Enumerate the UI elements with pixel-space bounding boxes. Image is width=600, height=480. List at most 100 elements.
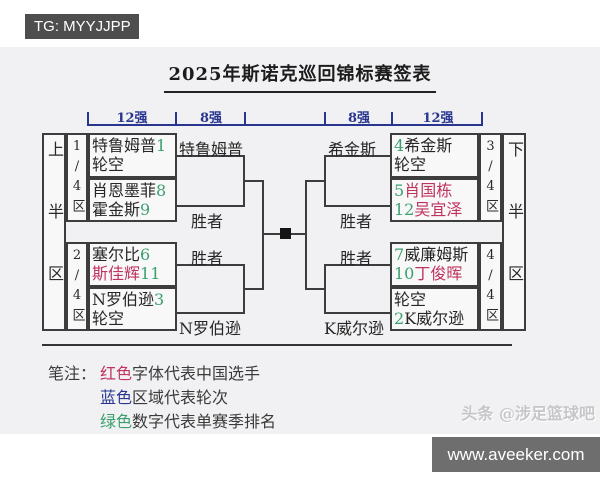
round-ruler-line <box>88 124 483 126</box>
player-row: 特鲁姆普1 <box>92 135 173 155</box>
site-url-box: www.aveeker.com <box>432 437 600 472</box>
bracket-line <box>325 155 390 157</box>
player-row: 10丁俊晖 <box>394 265 475 283</box>
player-name: 丁俊晖 <box>414 264 463 284</box>
legend-item-blue: 蓝色区域代表轮次 <box>100 384 228 408</box>
player-row: 轮空 <box>394 289 475 309</box>
legend-prefix: 笔注： <box>48 364 97 383</box>
seed-number: 4 <box>394 135 405 155</box>
bracket-line <box>243 264 245 314</box>
quarter-label-3: 3/4区 <box>479 133 502 222</box>
site-url: www.aveeker.com <box>447 444 585 464</box>
bracket-line <box>243 155 245 207</box>
lower-half-zone-box: 下半区 <box>502 133 526 331</box>
quarter-label-1-text: 1/4区 <box>69 138 85 217</box>
bracket-line <box>324 264 326 314</box>
quarter-label-1: 1/4区 <box>66 133 88 222</box>
ruler-tick <box>175 112 177 126</box>
player-row: N罗伯逊3 <box>92 289 173 309</box>
player-name: K威尔逊 <box>404 308 465 328</box>
player-row: 4希金斯 <box>394 135 475 155</box>
round-label-8-left: 8强 <box>199 111 223 126</box>
quarter-label-4-text: 4/4区 <box>483 247 498 326</box>
bracket-line <box>177 312 245 314</box>
quarter-label-4: 4/4区 <box>479 242 502 331</box>
ruler-tick <box>391 112 393 126</box>
advancer-right-2: 胜者 <box>340 212 373 231</box>
bracket-line <box>325 264 390 266</box>
bracket-line <box>305 180 307 290</box>
legend-item-green: 绿色数字代表单赛季排名 <box>100 408 276 432</box>
player-name: 轮空 <box>394 289 427 309</box>
match-box-q4b: 轮空 2K威尔逊 <box>390 287 479 331</box>
quarter-label-2-text: 2/4区 <box>69 247 85 326</box>
seed-number: 2 <box>394 308 405 328</box>
legend-green-text: 数字代表单赛季排名 <box>132 412 277 431</box>
player-name: 肖国栋 <box>404 180 453 200</box>
match-box-q3a: 4希金斯 轮空 <box>390 133 479 178</box>
ruler-tick <box>324 112 326 126</box>
player-row: 2K威尔逊 <box>394 308 475 328</box>
match-box-q1a: 特鲁姆普1 轮空 <box>88 133 177 178</box>
player-row: 轮空 <box>394 156 475 174</box>
upper-half-zone-box: 上半区 <box>42 133 66 331</box>
player-name: N罗伯逊 <box>92 289 155 309</box>
bracket-line <box>306 288 325 290</box>
player-name: 霍金斯 <box>92 199 141 219</box>
seed-number: 12 <box>394 199 415 219</box>
bracket-line <box>325 312 390 314</box>
quarter-label-3-text: 3/4区 <box>483 138 498 217</box>
bracket-line <box>177 155 245 157</box>
title-wrap: 2025年斯诺克巡回锦标赛签表 <box>0 60 600 93</box>
player-name: 轮空 <box>92 308 125 328</box>
player-name: 肖恩墨菲 <box>92 180 157 200</box>
bracket-line <box>245 180 264 182</box>
player-row: 12吴宜泽 <box>394 199 475 219</box>
seed-number: 3 <box>154 289 165 309</box>
watermark-text: 头条 @涉足篮球吧 <box>461 404 595 423</box>
round-label-8-right: 8强 <box>347 111 371 126</box>
seed-number: 5 <box>394 180 405 200</box>
player-row: 轮空 <box>92 308 173 328</box>
page-title: 2025年斯诺克巡回锦标赛签表 <box>164 60 436 93</box>
legend-green-word: 绿色 <box>100 412 133 431</box>
bracket-line <box>245 288 264 290</box>
final-marker <box>280 228 291 239</box>
lower-half-label: 下半区 <box>505 141 524 327</box>
player-name: 轮空 <box>92 155 125 175</box>
legend-red-word: 红色 <box>100 364 133 383</box>
legend-item-red: 红色字体代表中国选手 <box>100 360 260 384</box>
round-label-12-right: 12强 <box>422 111 454 126</box>
bracket-line <box>325 205 390 207</box>
player-row: 塞尔比6 <box>92 244 173 264</box>
seed-number: 9 <box>140 199 151 219</box>
bracket-line <box>177 205 245 207</box>
bracket-line <box>306 180 325 182</box>
ruler-tick <box>87 112 89 126</box>
match-box-q4a: 7威廉姆斯 10丁俊晖 <box>390 242 479 287</box>
player-name: 吴宜泽 <box>414 199 463 219</box>
round-label-12-left: 12强 <box>116 111 148 126</box>
player-name: 斯佳辉 <box>92 264 141 284</box>
seed-number: 6 <box>140 244 151 264</box>
separator-line <box>42 344 512 346</box>
player-row: 肖恩墨菲8 <box>92 180 173 200</box>
seed-number: 7 <box>394 244 405 264</box>
ruler-tick <box>481 112 483 126</box>
player-row: 斯佳辉11 <box>92 265 173 283</box>
advancer-right-1: 希金斯 <box>328 140 377 159</box>
seed-number: 11 <box>140 264 161 284</box>
bracket-line <box>262 180 264 290</box>
tg-badge: TG: MYYJJPP <box>25 14 139 39</box>
legend-blue-word: 蓝色 <box>100 388 133 407</box>
advancer-left-1: 特鲁姆普 <box>179 140 244 159</box>
player-name: 特鲁姆普 <box>92 135 157 155</box>
bracket-line <box>324 155 326 207</box>
player-row: 霍金斯9 <box>92 199 173 219</box>
bracket-line <box>177 264 245 266</box>
legend-blue-text: 区域代表轮次 <box>132 388 229 407</box>
player-row: 7威廉姆斯 <box>394 244 475 264</box>
player-name: 威廉姆斯 <box>404 244 469 264</box>
advancer-left-2: 胜者 <box>191 212 224 231</box>
player-name: 塞尔比 <box>92 244 141 264</box>
